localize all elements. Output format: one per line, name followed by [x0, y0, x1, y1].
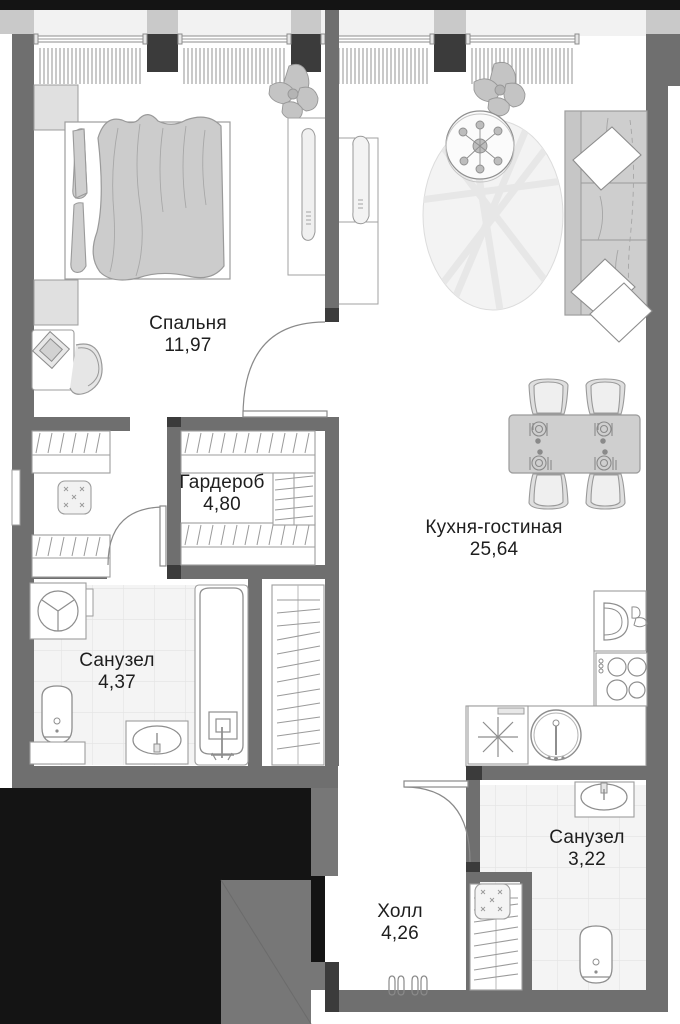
cushion	[589, 282, 653, 343]
kitchen-units	[465, 590, 648, 767]
door-swing	[403, 780, 471, 863]
dining-chair	[585, 473, 626, 510]
hall-contents	[388, 883, 523, 996]
bedroom-furniture	[31, 63, 379, 395]
place-setting	[594, 449, 617, 471]
toilet	[579, 925, 613, 984]
living-room-furniture	[422, 61, 653, 510]
place-setting	[594, 421, 613, 444]
dining-chair	[585, 378, 626, 415]
plant	[268, 63, 319, 121]
table-decor	[458, 120, 503, 174]
radiator	[183, 48, 285, 84]
partition-wall	[325, 10, 339, 320]
radiator	[39, 48, 141, 84]
window	[177, 33, 292, 45]
duvet	[92, 114, 225, 281]
cushion	[570, 258, 636, 319]
cushion	[572, 126, 642, 191]
place-setting	[529, 449, 552, 471]
window	[33, 33, 148, 45]
place-setting	[529, 421, 548, 444]
dining-chair	[528, 473, 569, 510]
windows	[33, 33, 580, 45]
shoes	[388, 975, 428, 996]
dining-table	[508, 414, 641, 474]
toilet	[29, 685, 86, 765]
radiators	[39, 48, 573, 84]
window	[465, 33, 580, 45]
pouf	[474, 883, 511, 920]
bedroom-door-swing	[242, 321, 328, 418]
nightstand-right	[33, 279, 79, 326]
shelf-left-top	[31, 430, 111, 474]
plant-vase	[473, 61, 526, 117]
laptop	[31, 330, 71, 370]
shelf-left-bottom	[31, 534, 111, 578]
bathroom-guest-fixtures	[403, 780, 635, 984]
hall-closet	[271, 584, 325, 766]
wardrobe-contents	[11, 430, 316, 578]
range-hood	[593, 590, 647, 652]
exterior-void	[0, 788, 338, 1024]
pillow	[70, 202, 87, 273]
door-swing	[107, 505, 167, 567]
bathroom-main-fixtures	[29, 582, 249, 766]
dining-chair	[528, 378, 569, 415]
